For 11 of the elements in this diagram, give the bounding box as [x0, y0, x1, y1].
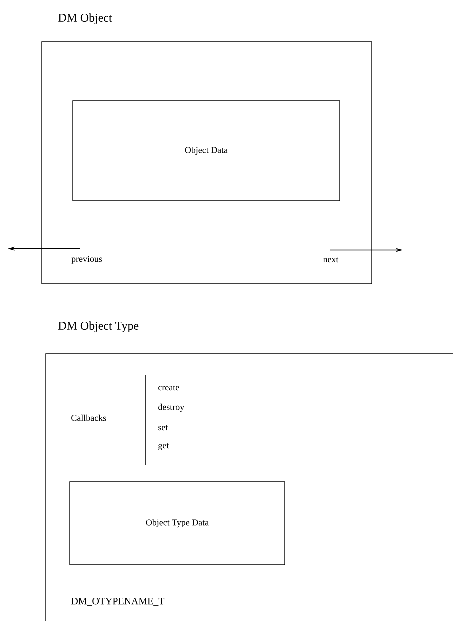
callback-name: create [158, 385, 180, 391]
data-box: Object Data [72, 100, 340, 202]
callback-name: destroy [158, 404, 185, 412]
node-label: DM Object [58, 14, 112, 24]
arrow-label: previous [72, 256, 102, 264]
arrow-label: next [323, 257, 339, 263]
type-name: DM_OTYPENAME_T [71, 598, 165, 606]
list-heading: Callbacks [72, 414, 106, 422]
data-box: Object Type Data [70, 482, 286, 566]
callback-name: set [158, 425, 168, 431]
callback-name: get [158, 444, 170, 450]
